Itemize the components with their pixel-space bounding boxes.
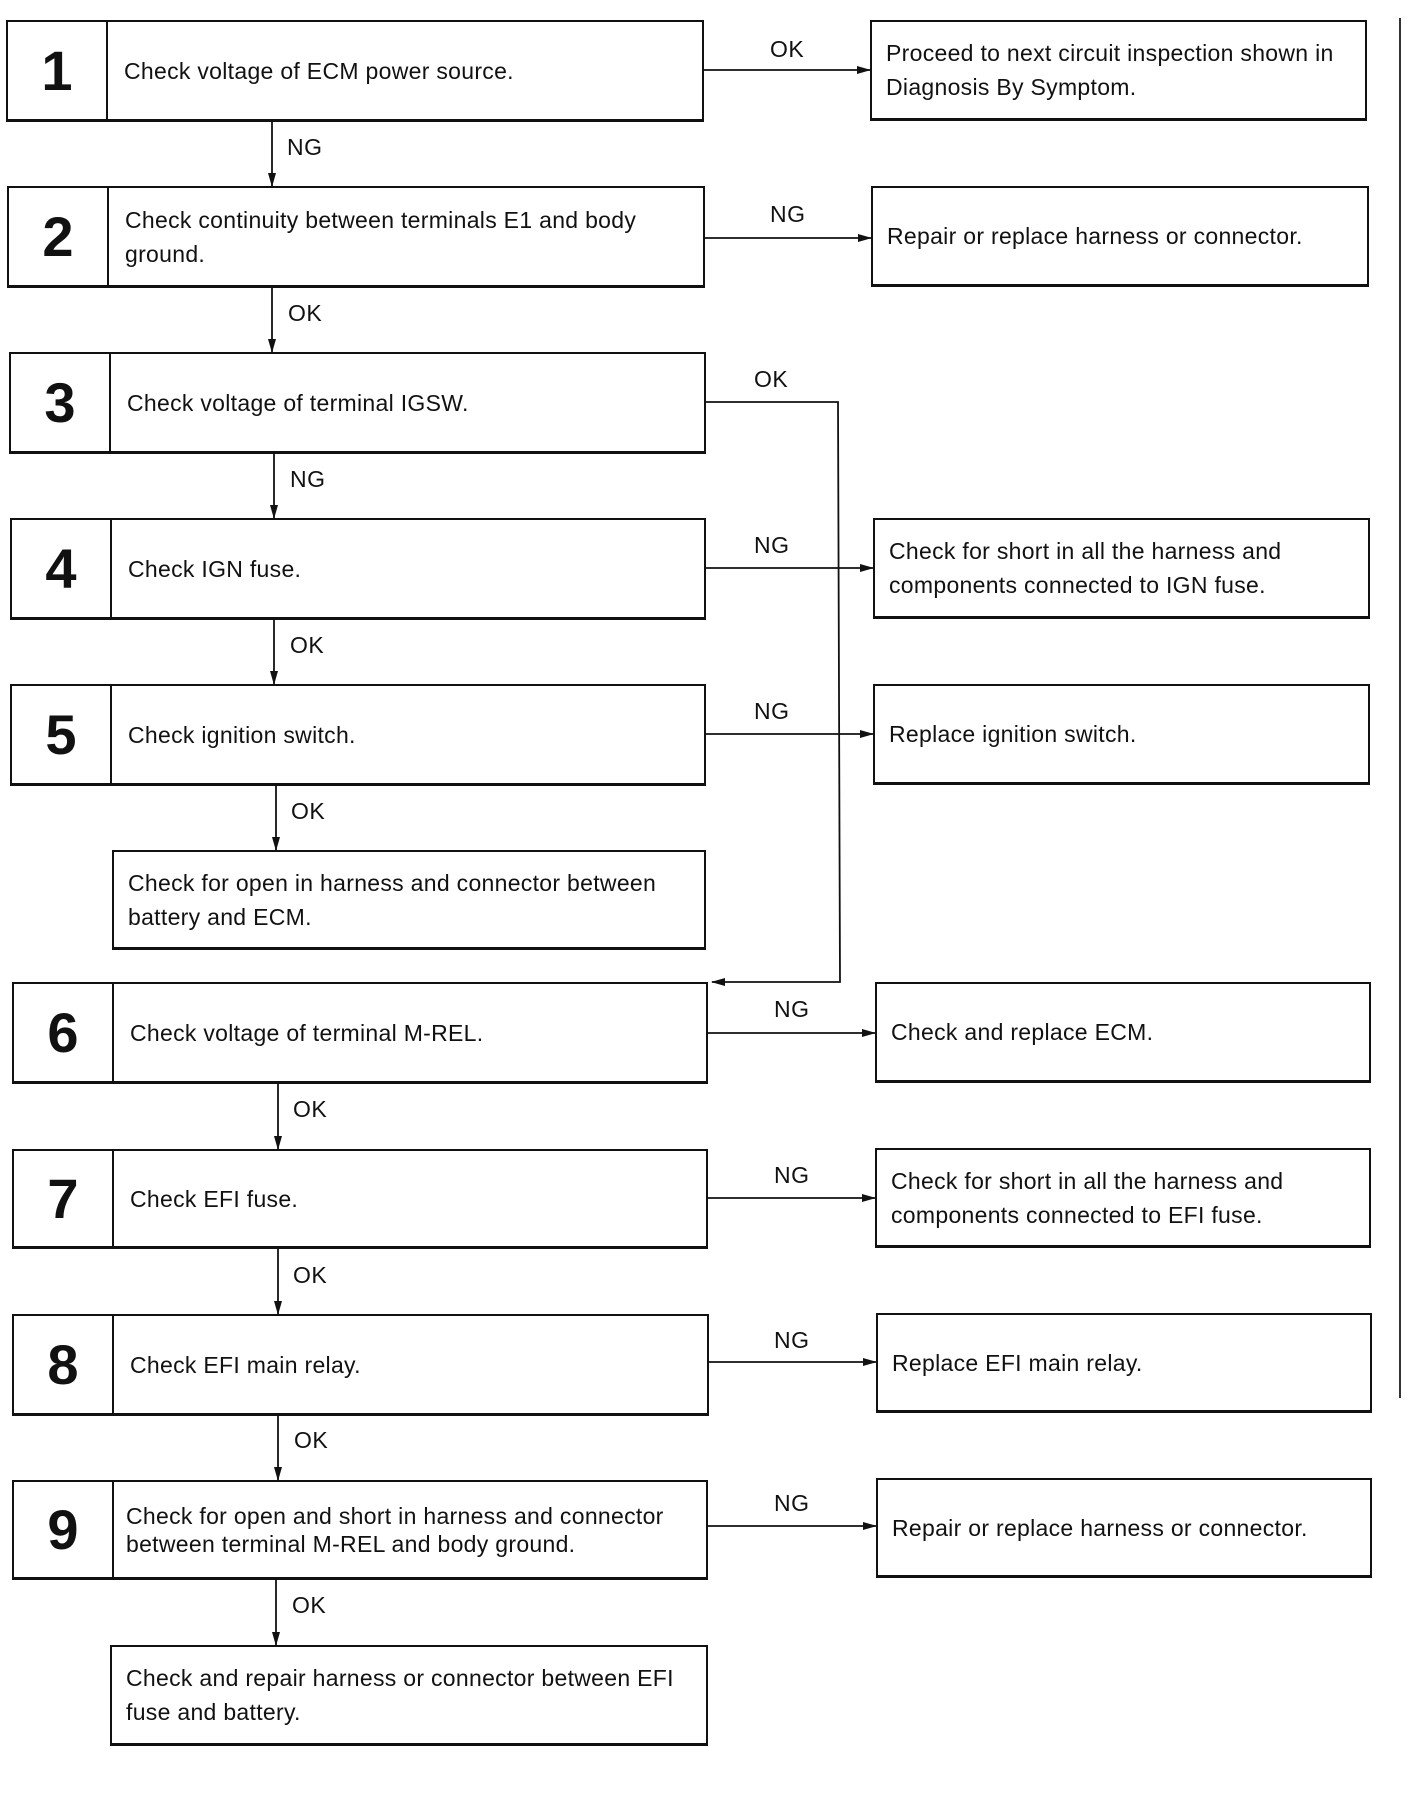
- arrow-3-ok-bypass: [706, 401, 841, 986]
- open-harness-box: Check for open in harness and connector …: [112, 850, 706, 950]
- step-text: Check voltage of ECM power source.: [124, 57, 514, 84]
- result-box-6: Check and replace ECM.: [875, 982, 1371, 1083]
- result-box-8: Replace EFI main relay.: [876, 1313, 1372, 1413]
- step-text: Check EFI fuse.: [130, 1185, 299, 1212]
- page-margin-rule: [1399, 18, 1401, 1398]
- label-7-down: OK: [293, 1262, 328, 1288]
- step-text: Check voltage of terminal M-REL.: [130, 1019, 484, 1046]
- step-number: 3: [11, 354, 111, 451]
- label-2-right: NG: [770, 201, 806, 227]
- label-1-right: OK: [770, 36, 805, 62]
- result-box-1: Proceed to next circuit inspection shown…: [870, 20, 1367, 121]
- step-5-box: 5 Check ignition switch.: [10, 684, 706, 786]
- result-box-7: Check for short in all the harness and c…: [875, 1148, 1371, 1248]
- step-4-box: 4 Check IGN fuse.: [10, 518, 706, 620]
- label-9-down: OK: [292, 1592, 327, 1618]
- label-5-down: OK: [291, 798, 326, 824]
- step-3-box: 3 Check voltage of terminal IGSW.: [9, 352, 706, 454]
- step-text: Check for open and short in harness and …: [126, 1502, 664, 1557]
- step-text: Check EFI main relay.: [130, 1351, 361, 1378]
- step-number: 1: [8, 22, 108, 119]
- terminal-text: Check and repair harness or connector be…: [126, 1665, 674, 1725]
- result-text: Check for short in all the harness and c…: [889, 538, 1282, 598]
- label-3-down: NG: [290, 466, 326, 492]
- label-6-right: NG: [774, 996, 810, 1022]
- result-text: Proceed to next circuit inspection shown…: [886, 40, 1334, 100]
- result-text: Replace ignition switch.: [889, 721, 1137, 747]
- terminal-text: Check for open in harness and connector …: [128, 869, 657, 930]
- label-4-right: NG: [754, 532, 790, 558]
- step-text: Check ignition switch.: [128, 721, 356, 748]
- step-number: 6: [14, 984, 114, 1081]
- result-box-9: Repair or replace harness or connector.: [876, 1478, 1372, 1578]
- step-9-box: 9 Check for open and short in harness an…: [12, 1480, 708, 1580]
- step-1-box: 1 Check voltage of ECM power source.: [6, 20, 704, 122]
- step-7-box: 7 Check EFI fuse.: [12, 1149, 708, 1249]
- label-7-right: NG: [774, 1162, 810, 1188]
- step-number: 8: [14, 1316, 114, 1413]
- step-number: 4: [12, 520, 112, 617]
- label-1-down: NG: [287, 134, 323, 160]
- step-text: Check IGN fuse.: [128, 555, 302, 582]
- label-3-right: OK: [754, 366, 789, 392]
- step-number: 5: [12, 686, 112, 783]
- result-text: Repair or replace harness or connector.: [892, 1514, 1308, 1541]
- step-number: 2: [9, 188, 109, 285]
- result-box-4: Check for short in all the harness and c…: [873, 518, 1370, 619]
- step-number: 7: [14, 1151, 114, 1246]
- label-6-down: OK: [293, 1096, 328, 1122]
- result-box-5: Replace ignition switch.: [873, 684, 1370, 785]
- step-text: Check continuity between terminals E1 an…: [125, 206, 637, 267]
- step-6-box: 6 Check voltage of terminal M-REL.: [12, 982, 708, 1084]
- label-5-right: NG: [754, 698, 790, 724]
- step-8-box: 8 Check EFI main relay.: [12, 1314, 709, 1416]
- result-text: Check and replace ECM.: [891, 1019, 1154, 1045]
- label-8-right: NG: [774, 1327, 810, 1353]
- label-4-down: OK: [290, 632, 325, 658]
- result-box-2: Repair or replace harness or connector.: [871, 186, 1369, 287]
- step-text: Check voltage of terminal IGSW.: [127, 389, 469, 416]
- efi-harness-box: Check and repair harness or connector be…: [110, 1645, 708, 1746]
- result-text: Repair or replace harness or connector.: [887, 223, 1303, 249]
- label-8-down: OK: [294, 1427, 329, 1453]
- result-text: Check for short in all the harness and c…: [891, 1167, 1284, 1228]
- step-number: 9: [14, 1482, 114, 1577]
- result-text: Replace EFI main relay.: [892, 1349, 1143, 1376]
- step-2-box: 2 Check continuity between terminals E1 …: [7, 186, 705, 288]
- label-2-down: OK: [288, 300, 323, 326]
- label-9-right: NG: [774, 1490, 810, 1516]
